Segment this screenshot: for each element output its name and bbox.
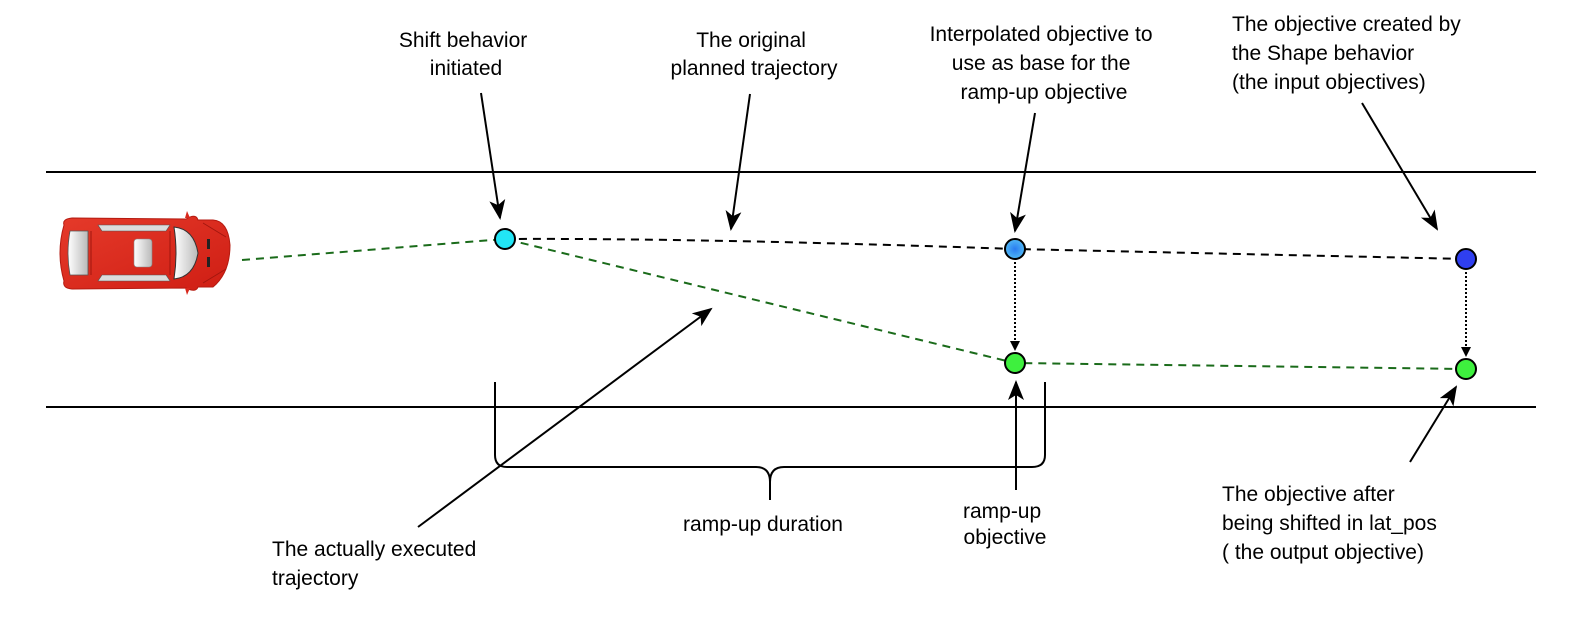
label-line: trajectory xyxy=(272,567,359,590)
label-line: use as base for the xyxy=(952,52,1131,75)
arrow-interpolated xyxy=(1010,112,1036,233)
arrow-shape-objective xyxy=(1361,102,1439,231)
executed-trajectory-line xyxy=(241,237,1467,370)
ramp-up-objective-point xyxy=(1004,352,1026,374)
car-top-view-icon xyxy=(59,211,231,295)
arrow-original-planned xyxy=(725,93,751,231)
label-line: objective xyxy=(964,526,1047,549)
arrow-output-objective xyxy=(1409,385,1458,463)
planned-trajectory-line xyxy=(504,237,1467,260)
label-line: (the input objectives) xyxy=(1232,71,1426,94)
label-shift-initiated: Shift behavior initiated xyxy=(399,29,533,80)
label-shape-objective: The objective created by the Shape behav… xyxy=(1232,13,1467,94)
label-ramp-up-objective: ramp-up objective xyxy=(963,500,1047,549)
label-line: The original xyxy=(696,29,806,52)
interpolated-objective-point xyxy=(1004,238,1026,260)
label-line: ramp-up duration xyxy=(683,513,843,536)
output-objective-point xyxy=(1455,358,1477,380)
label-original-planned: The original planned trajectory xyxy=(671,29,838,80)
label-ramp-up-duration: ramp-up duration xyxy=(683,513,843,536)
label-line: ( the output objective) xyxy=(1222,541,1424,564)
label-interpolated: Interpolated objective to use as base fo… xyxy=(930,23,1159,104)
label-line: being shifted in lat_pos xyxy=(1222,512,1437,535)
label-line: ramp-up objective xyxy=(961,81,1128,104)
label-line: planned trajectory xyxy=(671,57,838,80)
label-line: The objective after xyxy=(1222,483,1395,506)
shape-objective-point xyxy=(1455,248,1477,270)
label-line: ramp-up xyxy=(963,500,1041,523)
label-output-objective: The objective after being shifted in lat… xyxy=(1222,483,1443,564)
label-line: Shift behavior xyxy=(399,29,527,52)
arrow-shift-initiated xyxy=(480,92,506,220)
label-line: The actually executed xyxy=(272,538,476,561)
label-line: initiated xyxy=(430,57,502,80)
ramp-up-duration-brace xyxy=(494,382,1046,500)
arrow-actually-executed xyxy=(417,307,713,528)
label-actually-executed: The actually executed trajectory xyxy=(272,538,482,590)
label-line: The objective created by xyxy=(1232,13,1461,36)
shift-start-point xyxy=(494,228,516,250)
label-line: Interpolated objective to xyxy=(930,23,1153,46)
label-line: the Shape behavior xyxy=(1232,42,1414,65)
